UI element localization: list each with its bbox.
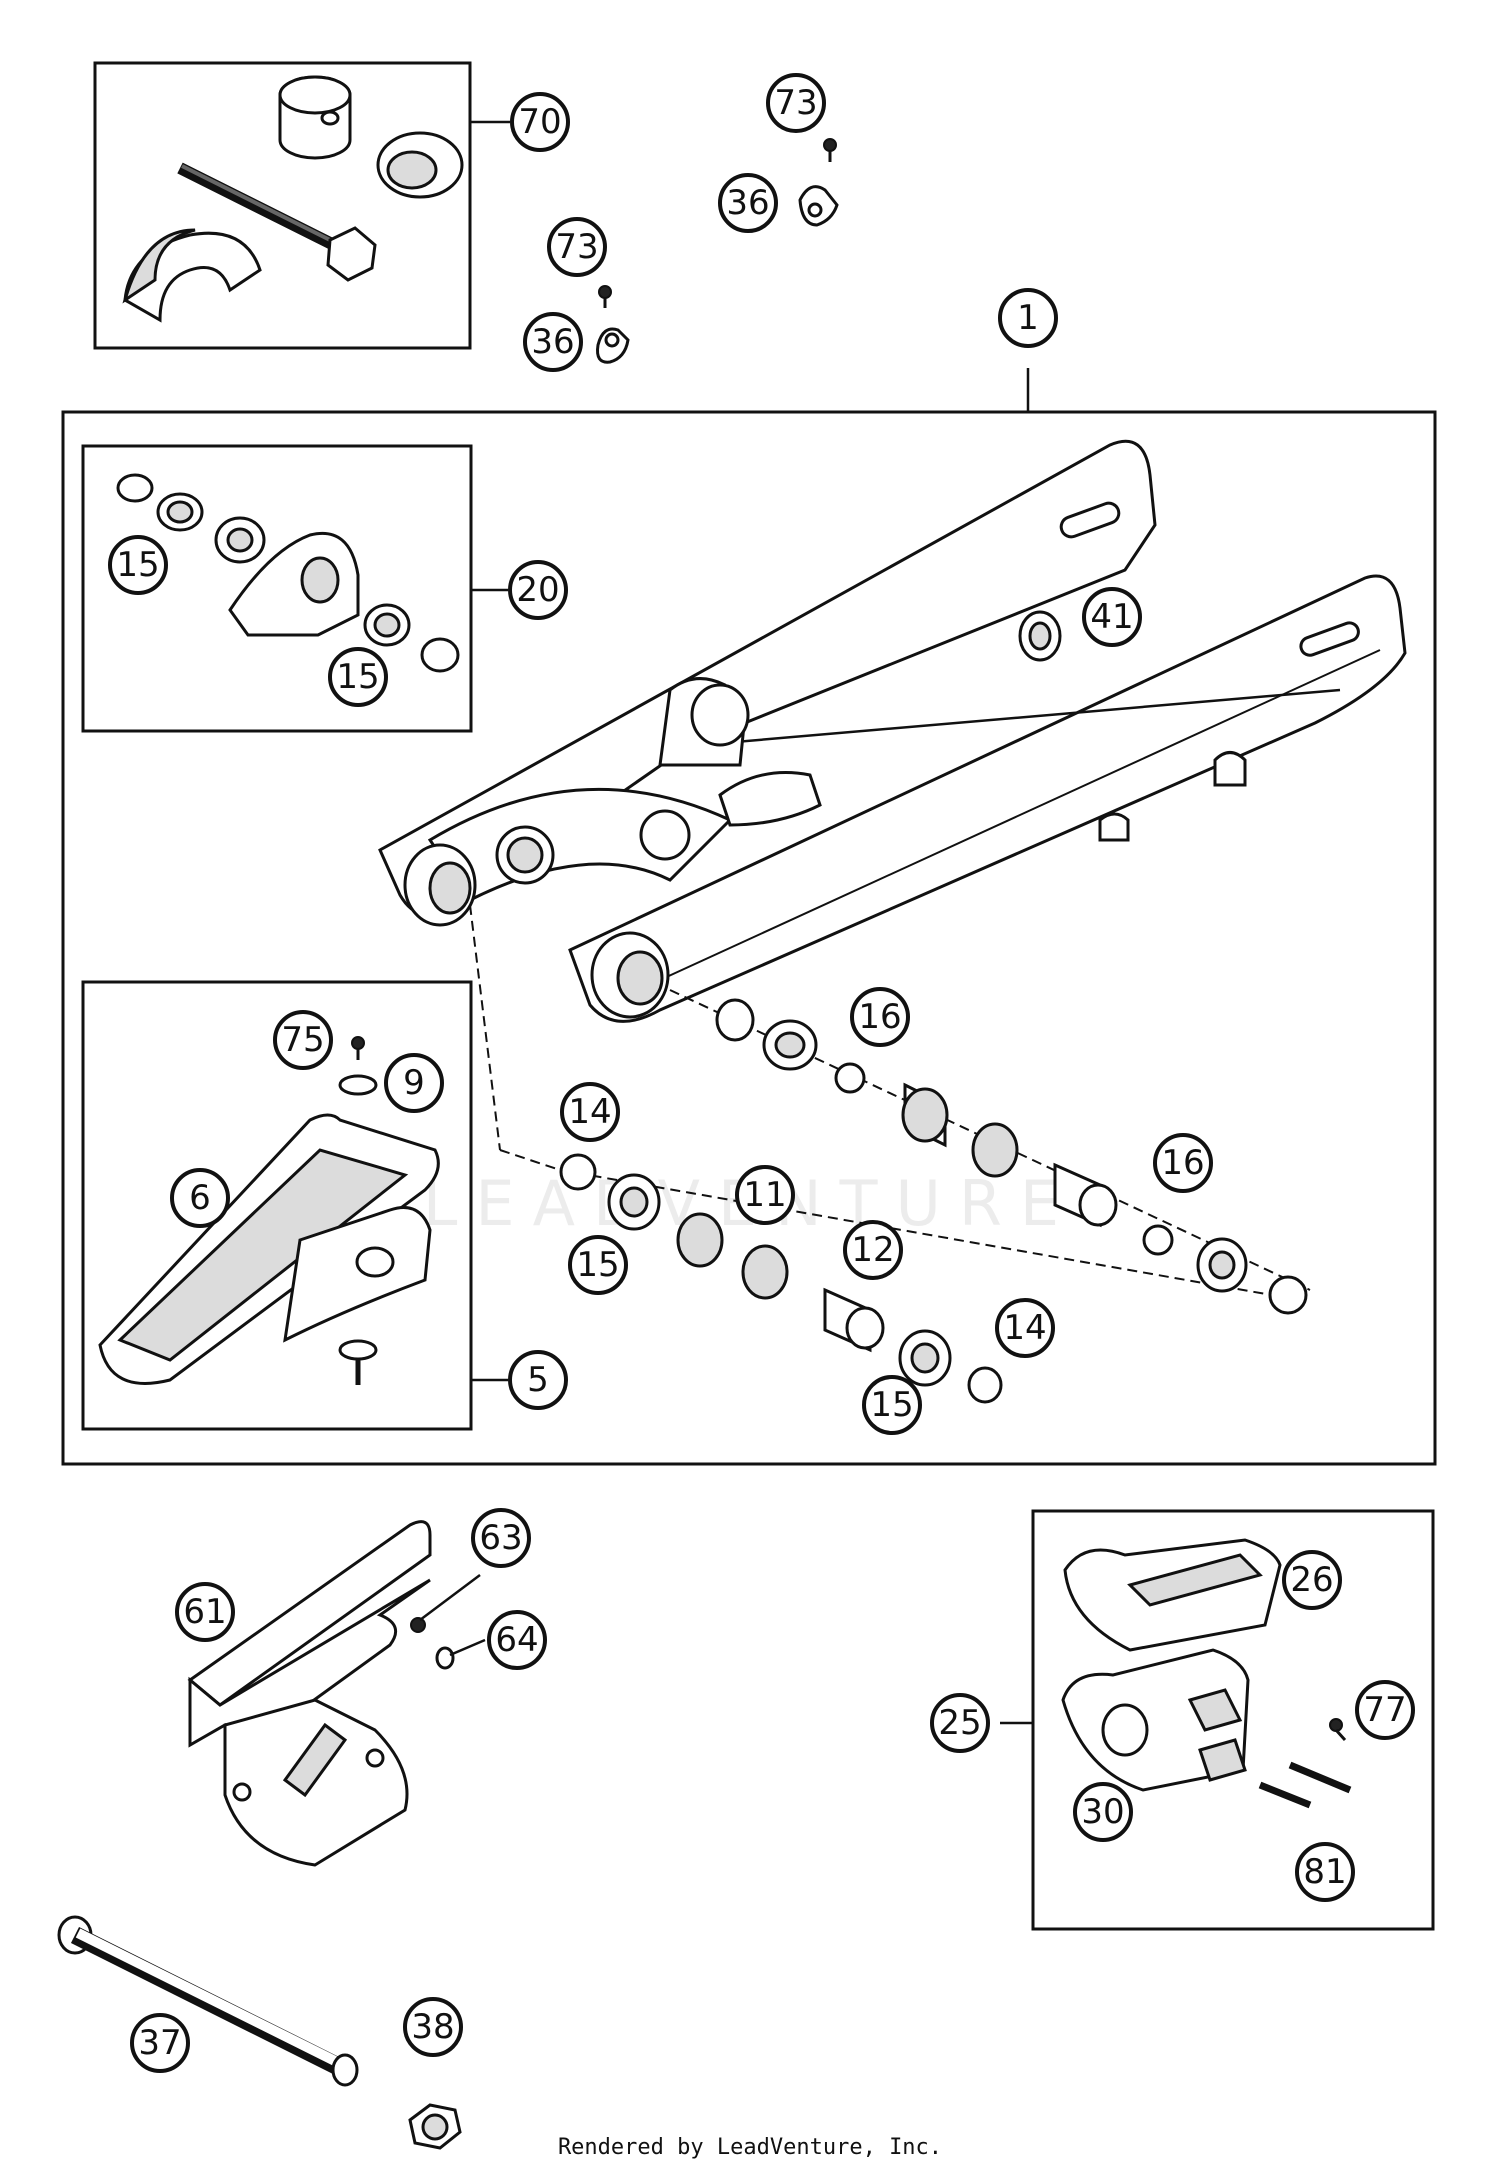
callout-15-c-label: 15 — [576, 1245, 619, 1285]
callout-16-a-label: 16 — [858, 997, 901, 1037]
chain-slider-frame — [81, 980, 473, 1431]
callout-73-top-label: 73 — [774, 83, 817, 123]
callout-20-label: 20 — [516, 570, 559, 610]
callout-5: 5 — [508, 1350, 568, 1410]
callout-15-b-label: 15 — [336, 657, 379, 697]
callout-36-lower-label: 36 — [531, 322, 574, 362]
bearing-stack-lower — [559, 1153, 1003, 1404]
callout-15-d-label: 15 — [870, 1385, 913, 1425]
chain-guide-frame — [1031, 1509, 1435, 1931]
callout-61-label: 61 — [183, 1592, 226, 1632]
callout-14-b: 14 — [995, 1298, 1055, 1358]
callout-30-label: 30 — [1081, 1792, 1124, 1832]
callout-75: 75 — [273, 1010, 333, 1070]
kit-20-frame — [81, 444, 473, 733]
seal-ring-part — [376, 131, 464, 199]
clip-36-lower — [596, 327, 630, 364]
callout-25: 25 — [930, 1693, 990, 1753]
callout-75-label: 75 — [281, 1020, 324, 1060]
footer-credit: Rendered by LeadVenture, Inc. — [557, 2135, 943, 2160]
chain-guide-group — [1000, 1509, 1435, 1931]
callout-14-a-label: 14 — [568, 1092, 611, 1132]
kit-70-group — [93, 61, 510, 350]
callout-1: 1 — [998, 288, 1058, 348]
callout-16-b: 16 — [1153, 1133, 1213, 1193]
callout-70-label: 70 — [518, 102, 561, 142]
callout-63: 63 — [471, 1508, 531, 1568]
callout-30: 30 — [1073, 1782, 1133, 1842]
callout-15-d: 15 — [862, 1375, 922, 1435]
callout-26: 26 — [1282, 1550, 1342, 1610]
callout-61: 61 — [175, 1582, 235, 1642]
callout-63-label: 63 — [479, 1518, 522, 1558]
kit-70-frame — [93, 61, 472, 350]
callout-36-lower: 36 — [523, 312, 583, 372]
swingarm-assembly-frame — [61, 410, 1437, 1466]
bearing-stack-upper — [715, 998, 1308, 1315]
callout-81-label: 81 — [1303, 1852, 1346, 1892]
chain-slider-group — [81, 980, 508, 1431]
callout-64-label: 64 — [495, 1620, 538, 1660]
callout-36-top-label: 36 — [726, 183, 769, 223]
callout-16-a: 16 — [850, 987, 910, 1047]
callout-9: 9 — [384, 1053, 444, 1113]
callout-41: 41 — [1082, 587, 1142, 647]
clip-36-top — [798, 185, 839, 227]
callout-14-a: 14 — [560, 1082, 620, 1142]
callout-73-lower: 73 — [547, 217, 607, 277]
callout-12: 12 — [843, 1220, 903, 1280]
callout-1-label: 1 — [1017, 298, 1039, 338]
half-shell-part — [122, 228, 262, 323]
callout-37: 37 — [130, 2013, 190, 2073]
callout-15-a-label: 15 — [116, 545, 159, 585]
callout-81: 81 — [1295, 1842, 1355, 1902]
callout-6: 6 — [170, 1168, 230, 1228]
washer-64 — [435, 1646, 455, 1670]
callout-6-label: 6 — [189, 1178, 211, 1218]
callout-41-label: 41 — [1090, 597, 1133, 637]
callout-20: 20 — [508, 560, 568, 620]
callout-15-a: 15 — [108, 535, 168, 595]
sleeve-part — [278, 75, 352, 160]
callout-12-label: 12 — [851, 1230, 894, 1270]
callout-38: 38 — [403, 1997, 463, 2057]
callout-15-c: 15 — [568, 1235, 628, 1295]
chain-guard-part — [187, 1520, 432, 1867]
nut-63 — [410, 1617, 426, 1633]
callout-5-label: 5 — [527, 1360, 549, 1400]
pivot-bolt-part — [177, 162, 377, 282]
callout-73-lower-label: 73 — [555, 227, 598, 267]
callout-77-label: 77 — [1363, 1690, 1406, 1730]
callout-64: 64 — [487, 1610, 547, 1670]
callout-9-label: 9 — [403, 1063, 425, 1103]
swingarm-part — [378, 439, 1407, 1023]
callout-38-label: 38 — [411, 2007, 454, 2047]
rear-axle-part — [57, 1915, 359, 2087]
callout-73-top: 73 — [766, 73, 826, 133]
axle-nut-part — [408, 2103, 462, 2150]
callout-37-label: 37 — [138, 2023, 181, 2063]
callout-16-b-label: 16 — [1161, 1143, 1204, 1183]
callout-26-label: 26 — [1290, 1560, 1333, 1600]
callout-36-top: 36 — [718, 173, 778, 233]
callout-70: 70 — [510, 92, 570, 152]
kit-20-group — [81, 444, 508, 733]
callout-77: 77 — [1355, 1680, 1415, 1740]
screw-73-top — [823, 138, 837, 162]
callout-11: 11 — [735, 1165, 795, 1225]
callout-14-b-label: 14 — [1003, 1308, 1046, 1348]
callout-25-label: 25 — [938, 1703, 981, 1743]
callout-15-b: 15 — [328, 647, 388, 707]
screw-73-lower — [598, 285, 612, 308]
callout-11-label: 11 — [743, 1175, 786, 1215]
